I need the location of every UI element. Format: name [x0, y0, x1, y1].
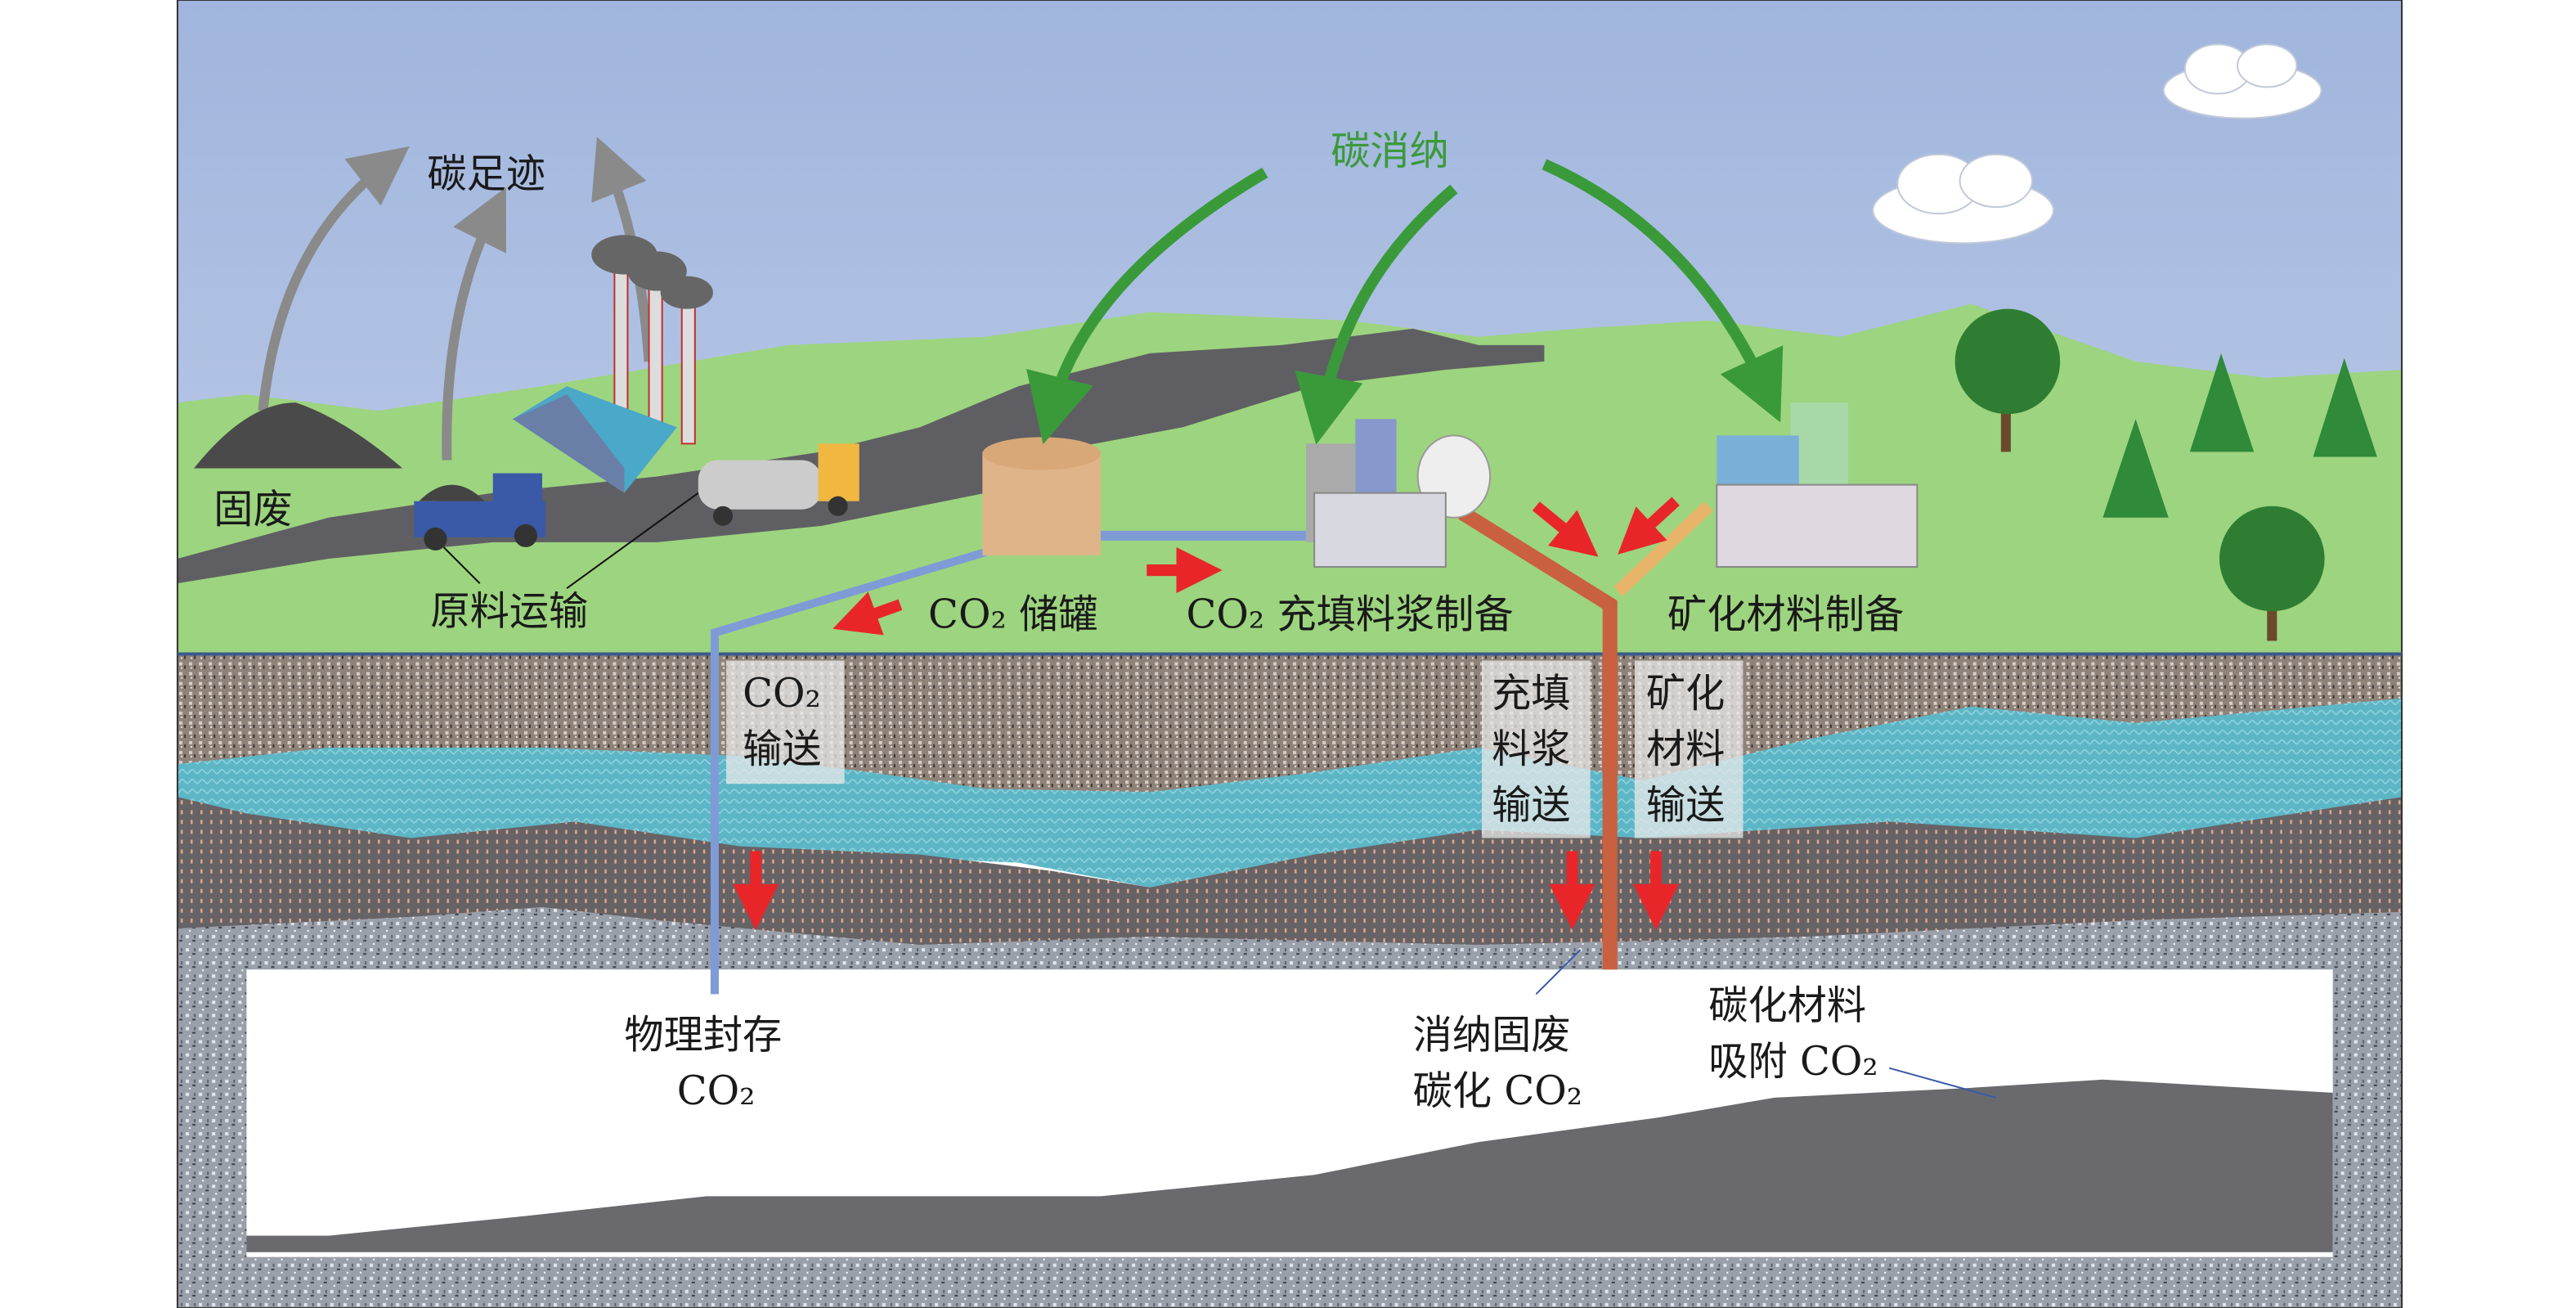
leader-line	[442, 546, 481, 584]
physical-storage-label: CO₂	[677, 1068, 756, 1114]
label-bg	[1634, 660, 1744, 838]
tanker-truck-icon	[698, 443, 859, 526]
aquifer-layer	[177, 698, 2402, 888]
leader-line	[566, 492, 699, 589]
tree-icon	[1954, 308, 2061, 452]
factory-icon	[512, 235, 713, 493]
flow-arrow	[1532, 501, 1599, 557]
label-bg	[1482, 660, 1591, 838]
truck-icon	[414, 473, 546, 551]
co2-pipe[interactable]	[710, 548, 987, 995]
physical-storage-label: 物理封存	[624, 1013, 782, 1059]
carbon-sink-label: 碳消纳	[1331, 128, 1449, 174]
mineral-prep-label: 矿化材料制备	[1667, 591, 1904, 637]
carbon-footprint-label: 碳足迹	[427, 151, 545, 197]
slurry-transport-label: 料浆	[1492, 726, 1570, 772]
slurry-pipe[interactable]	[1458, 506, 1618, 970]
label-bg	[725, 660, 845, 784]
flow-arrow	[1618, 497, 1680, 555]
mineral-transport-label: 材料	[1646, 726, 1725, 772]
tree-icon	[2189, 353, 2255, 452]
waste-carbonation-label: 碳化 CO₂	[1413, 1068, 1582, 1114]
storage-tank-icon	[982, 437, 1101, 555]
raw-transport-label: 原料运输	[430, 588, 588, 634]
co2-slurry-prep-label: CO₂ 充填料浆制备	[1186, 591, 1513, 637]
sink-arrow	[1542, 159, 1784, 423]
solid-waste-pile-icon	[194, 402, 403, 469]
sink-arrow	[1026, 167, 1268, 445]
co2-tank-label: CO₂ 储罐	[928, 591, 1097, 637]
tree-icon	[2103, 419, 2169, 518]
mineral-transport-label: 输送	[1646, 782, 1725, 828]
slurry-transport-label: 充填	[1492, 671, 1570, 717]
mineral-transport-label: 矿化	[1646, 671, 1725, 717]
sink-arrow	[1295, 184, 1458, 445]
carbonated-fill	[246, 1079, 2333, 1252]
footprint-arrow	[442, 187, 506, 461]
tree-icon	[2313, 357, 2377, 457]
flow-arrow	[832, 591, 903, 636]
mineral-plant-icon	[1716, 402, 1919, 569]
slurry-plant-icon	[1306, 419, 1492, 569]
cloud-icon	[1872, 153, 2055, 245]
co2-transport-label: CO₂	[743, 671, 821, 717]
solid-waste-label: 固废	[213, 487, 292, 533]
carbonated-material-label: 吸附 CO₂	[1708, 1039, 1878, 1085]
slurry-transport-label: 输送	[1492, 782, 1570, 828]
footprint-arrow	[258, 146, 410, 411]
leader-line	[1535, 949, 1582, 996]
carbonated-material-label: 碳化材料	[1708, 982, 1866, 1028]
co2-transport-label: 输送	[743, 726, 821, 772]
hills	[177, 303, 2402, 658]
leader-line	[1888, 1067, 1997, 1099]
waste-carbonation-label: 消纳固废	[1413, 1013, 1571, 1059]
tree-icon	[2219, 506, 2325, 641]
cloud-icon	[2162, 43, 2322, 119]
